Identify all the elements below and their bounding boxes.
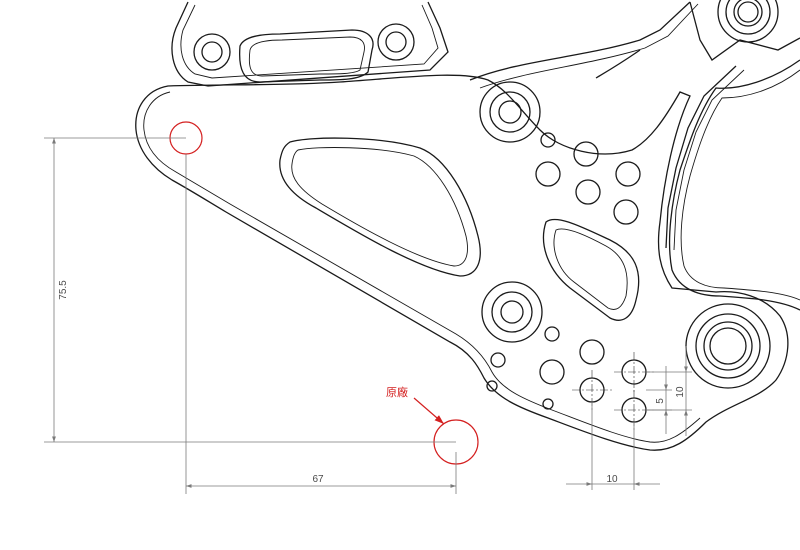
dimension-label-hole-spacing-vertical: 10 <box>675 386 686 398</box>
dimension-horizontal-main: 67 <box>185 154 457 494</box>
dimension-label-horizontal: 67 <box>312 474 324 485</box>
original-position-label: 原廠 <box>386 385 408 399</box>
upper-hanger <box>171 1 449 87</box>
dimension-label-vertical: 75.5 <box>58 280 69 300</box>
dimension-vertical-main: 75.5 <box>44 137 456 443</box>
reference-marks: 原廠 <box>169 121 479 465</box>
right-frame-bracket <box>469 0 800 311</box>
dimension-hole-offset-vertical: 5 <box>646 366 672 434</box>
dimension-hole-spacing-vertical: 10 <box>646 346 692 436</box>
dimension-label-hole-offset: 5 <box>655 398 666 404</box>
dimension-hole-spacing-horizontal: 10 <box>566 402 660 490</box>
footpeg-bracket <box>135 74 789 451</box>
dimension-label-hole-spacing: 10 <box>606 474 618 485</box>
hole-centerlines <box>572 352 654 430</box>
